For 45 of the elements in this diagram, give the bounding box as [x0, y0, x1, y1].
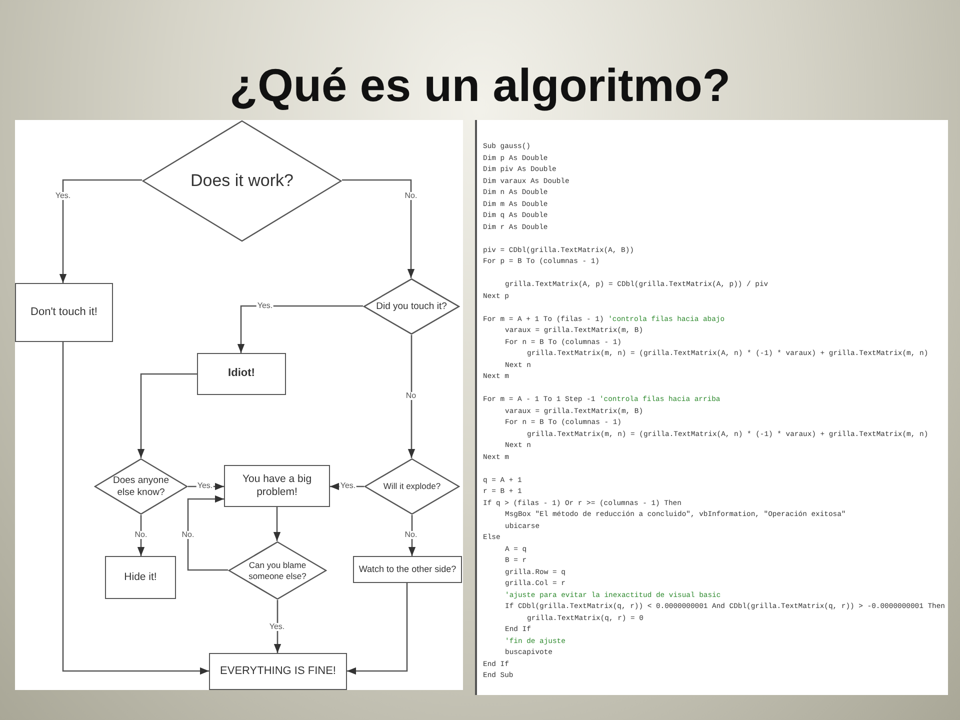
edge-label: No.	[404, 192, 418, 200]
node-label: Did you touch it?	[376, 300, 447, 312]
node-label: Idiot!	[228, 367, 255, 381]
arrow	[137, 515, 145, 556]
node-label: Watch to the other side?	[358, 564, 456, 575]
edge-label: Yes.	[256, 302, 274, 310]
process-box	[224, 465, 330, 507]
process-box	[209, 653, 347, 690]
decision-diamond	[364, 458, 460, 515]
slide-title: ¿Qué es un algoritmo?	[228, 58, 732, 112]
node-label: Don't touch it!	[30, 306, 98, 320]
edge-label: No.	[134, 531, 148, 539]
edge-label: No.	[180, 531, 196, 539]
decision-diamond	[228, 541, 327, 600]
arrow	[187, 495, 228, 571]
edge-label: No.	[404, 531, 418, 539]
decision-diamond	[142, 120, 342, 242]
edge-label: Yes.	[339, 482, 357, 490]
process-box	[105, 556, 176, 599]
edge-label: Yes.	[54, 192, 72, 200]
decision-diamond	[94, 458, 188, 515]
process-box	[197, 353, 286, 395]
arrow	[408, 335, 416, 458]
arrow	[59, 179, 142, 283]
node-label: Can you blame someone else?	[248, 560, 308, 581]
node-label: Does it work?	[190, 170, 294, 192]
node-label: Does anyone else know?	[112, 475, 170, 498]
node-label: Hide it!	[124, 571, 157, 584]
arrow	[347, 583, 408, 675]
arrow	[408, 515, 416, 556]
process-box	[15, 283, 113, 342]
arrow	[62, 342, 209, 675]
edge-label: No	[404, 392, 418, 400]
edge-label: Yes.	[196, 482, 214, 490]
process-box	[353, 556, 462, 583]
arrow	[342, 179, 415, 278]
decision-diamond	[363, 278, 460, 335]
arrow	[137, 373, 197, 458]
arrow	[273, 507, 281, 541]
arrow	[274, 600, 282, 653]
node-label: EVERYTHING IS FINE!	[220, 664, 336, 678]
node-label: You have a big problem!	[241, 473, 313, 499]
edge-label: Yes.	[268, 623, 286, 631]
node-label: Will it explode?	[383, 481, 441, 492]
arrow	[237, 305, 363, 353]
